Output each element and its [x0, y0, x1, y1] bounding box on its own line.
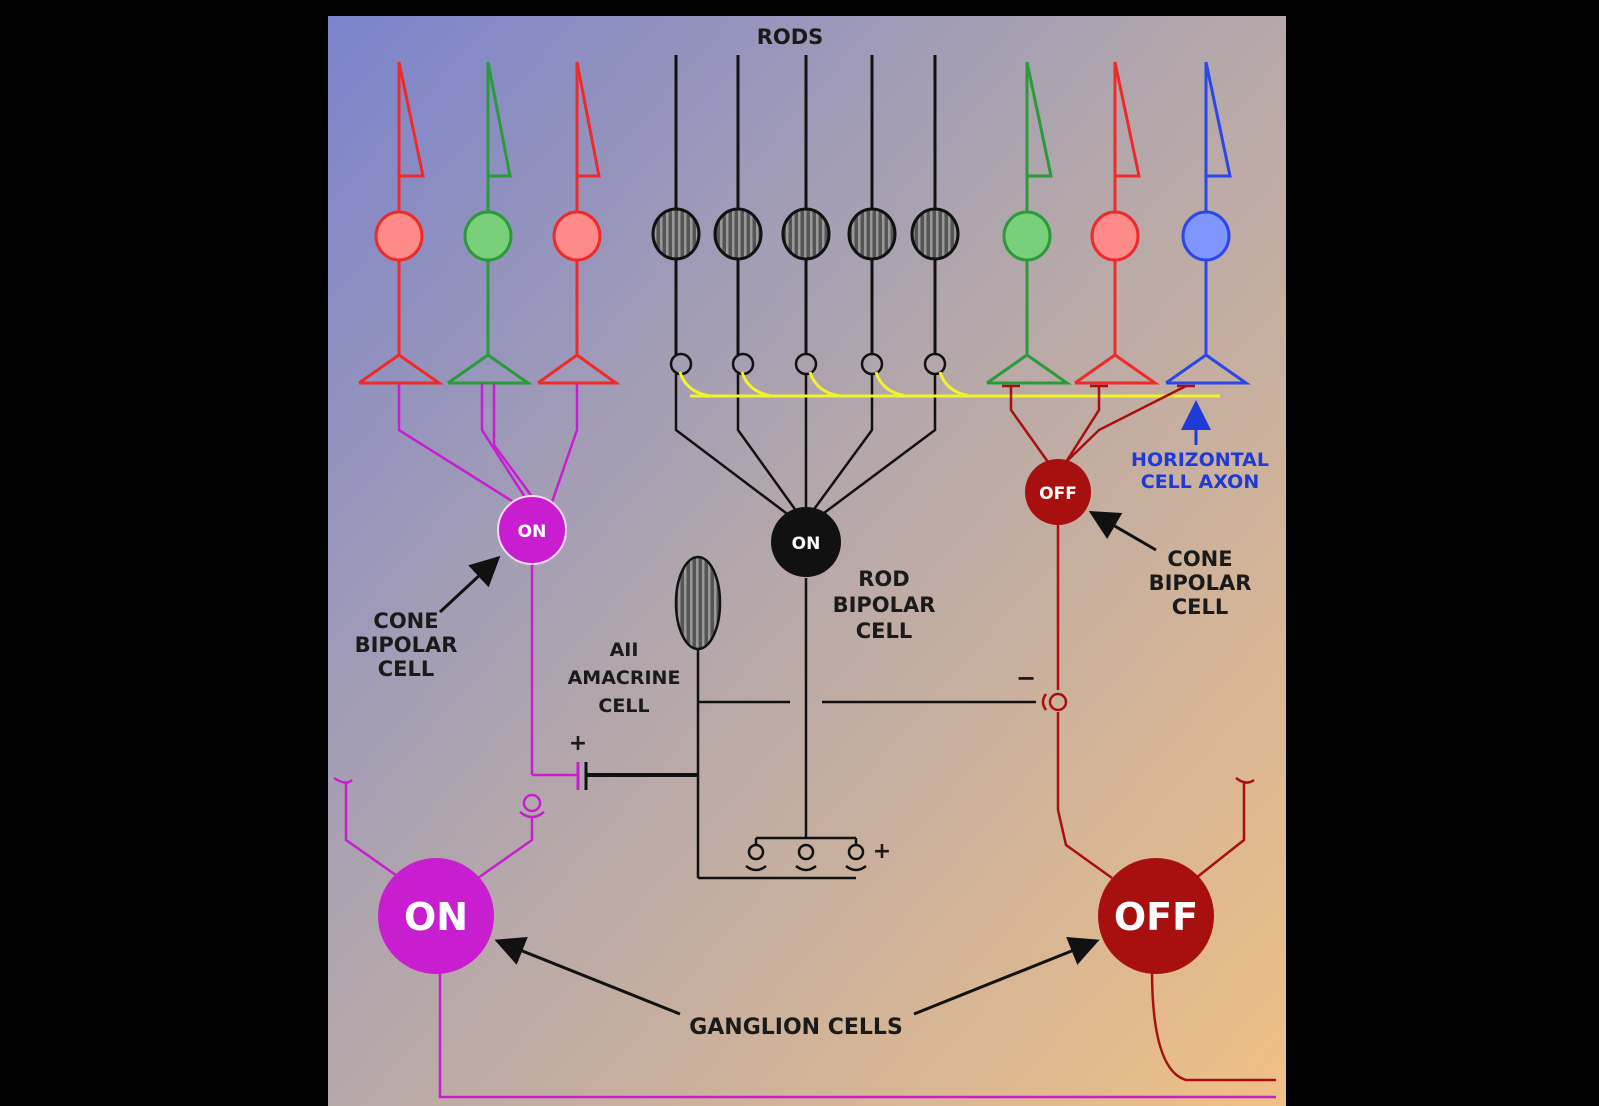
rod-5 — [910, 55, 960, 376]
off-ganglion-label: OFF — [1114, 895, 1198, 939]
cone-right-green — [986, 61, 1072, 385]
amacrine-label: AII AMACRINE CELL — [568, 639, 681, 717]
rods-group — [651, 55, 960, 376]
cone-right-red — [1074, 61, 1160, 385]
arrow-ganglion-left — [494, 936, 681, 1016]
off-cone-bipolar-label: OFF — [1039, 484, 1077, 504]
svg-text:CONE: CONE — [1167, 547, 1232, 571]
rod-bipolar-label: ROD BIPOLAR CELL — [833, 567, 936, 643]
arrow-cone-bipolar-right — [1088, 510, 1157, 552]
cone-left-red-2 — [537, 61, 621, 385]
rod-1 — [651, 55, 701, 376]
rod-bipolar-cell — [771, 507, 841, 577]
svg-text:BIPOLAR: BIPOLAR — [1149, 571, 1252, 595]
on-cone-bipolar-label: ON — [518, 522, 547, 542]
rod-bipolar-on-label: ON — [792, 534, 821, 554]
plus-sign-gap-junction: + — [569, 731, 587, 756]
on-ganglion-cell — [378, 858, 494, 974]
svg-text:CONE: CONE — [373, 609, 438, 633]
arrow-ganglion-right — [913, 936, 1100, 1016]
svg-text:AMACRINE: AMACRINE — [568, 667, 681, 689]
svg-text:AII: AII — [610, 639, 639, 661]
aii-amacrine-cell — [586, 555, 1036, 880]
ganglion-cells-label: GANGLION CELLS — [689, 1015, 903, 1040]
svg-text:CELL: CELL — [598, 695, 649, 717]
cone-bipolar-left-label: CONE BIPOLAR CELL — [355, 609, 458, 681]
cone-left-red-1 — [358, 61, 444, 385]
rod-bipolar-axon — [745, 578, 867, 872]
horizontal-cell-label-line2: CELL AXON — [1141, 471, 1259, 493]
off-cone-bipolar-wiring — [1002, 384, 1195, 810]
rods-label: RODS — [757, 25, 824, 49]
rod-4 — [847, 55, 897, 376]
on-cone-bipolar-wiring — [397, 383, 579, 819]
svg-text:BIPOLAR: BIPOLAR — [833, 593, 936, 617]
svg-text:CELL: CELL — [378, 657, 435, 681]
off-ganglion-wiring — [1056, 777, 1276, 1082]
plus-sign-rod-synapse: + — [873, 839, 891, 864]
cone-left-green — [447, 61, 533, 385]
cone-right-blue — [1165, 61, 1251, 385]
rod-bipolar-dendrites — [674, 374, 937, 518]
horizontal-cell-axon — [678, 371, 1220, 398]
off-cone-bipolar-cell — [1025, 459, 1091, 525]
on-cone-bipolar-cell — [497, 495, 567, 565]
svg-text:CELL: CELL — [1172, 595, 1229, 619]
on-ganglion-wiring — [333, 776, 1276, 1099]
arrow-cone-bipolar-left — [438, 555, 501, 614]
svg-text:CELL: CELL — [856, 619, 913, 643]
cone-bipolar-right-label: CONE BIPOLAR CELL — [1149, 547, 1252, 619]
svg-text:BIPOLAR: BIPOLAR — [355, 633, 458, 657]
minus-sign-off-synapse: − — [1016, 664, 1036, 692]
on-ganglion-label: ON — [404, 895, 468, 939]
horizontal-cell-label-line1: HORIZONTAL — [1131, 449, 1269, 471]
rod-2 — [713, 55, 763, 376]
svg-text:ROD: ROD — [858, 567, 909, 591]
off-ganglion-cell — [1098, 858, 1214, 974]
